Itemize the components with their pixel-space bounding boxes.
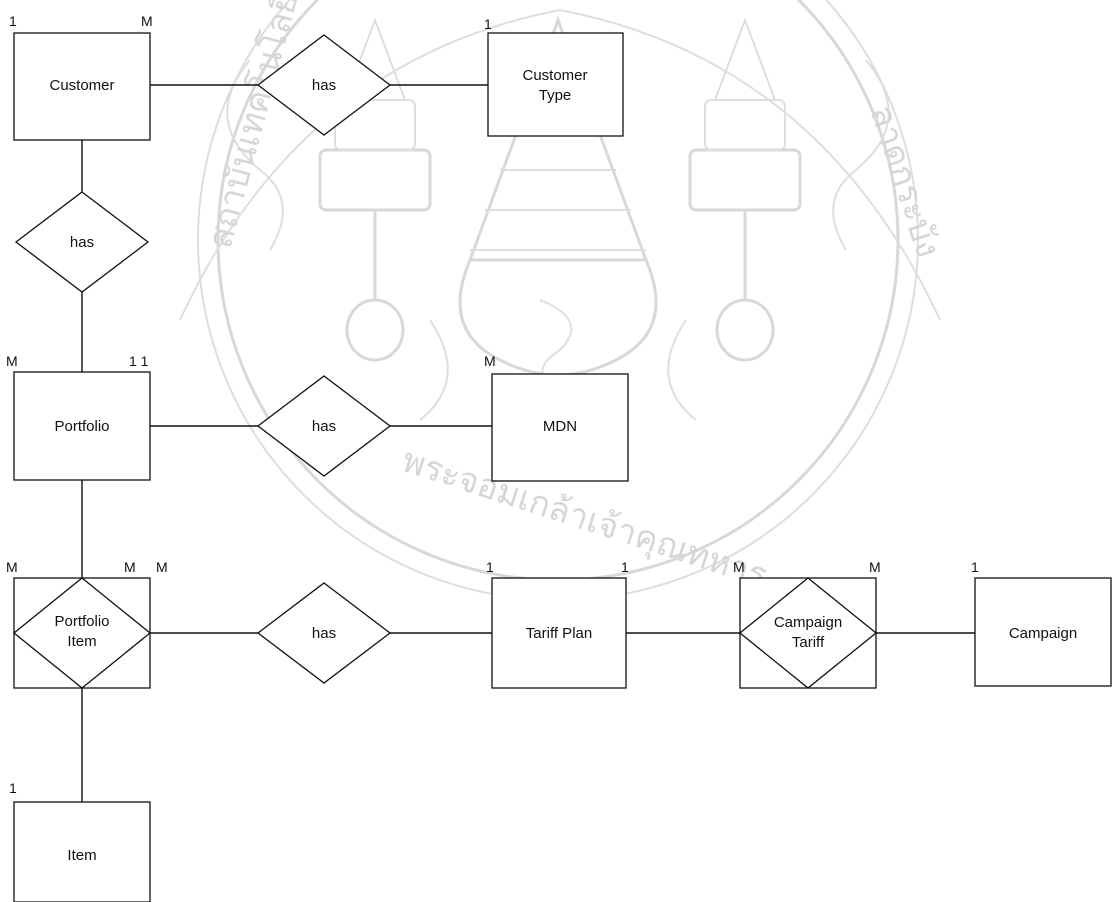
entity-tariff-plan-label: Tariff Plan xyxy=(526,625,592,642)
relationship-portfolio-item-tariff-plan-label: has xyxy=(312,625,336,642)
cardinality-campaign-tariff-right: M xyxy=(869,559,881,575)
relationship-portfolio-item-tariff-plan: has xyxy=(258,583,390,683)
entity-campaign: Campaign xyxy=(975,578,1111,686)
cardinality-portfolio-left: M xyxy=(6,353,18,369)
cardinality-mdn: M xyxy=(484,353,496,369)
entity-tariff-plan: Tariff Plan xyxy=(492,578,626,688)
entity-campaign-tariff-label-line1: Campaign xyxy=(774,614,842,631)
entity-portfolio-label: Portfolio xyxy=(54,418,109,435)
cardinality-campaign-tariff-left: M xyxy=(733,559,745,575)
relationship-customer-portfolio-label: has xyxy=(70,234,94,251)
entity-item-label: Item xyxy=(67,847,96,864)
entity-campaign-label: Campaign xyxy=(1009,625,1077,642)
entity-customer-label: Customer xyxy=(49,77,114,94)
entity-portfolio: Portfolio xyxy=(14,372,150,480)
cardinality-customer-type: 1 xyxy=(484,16,492,32)
associative-entity-campaign-tariff: Campaign Tariff xyxy=(740,578,876,688)
entity-customer-type-label-line1: Customer xyxy=(522,67,587,84)
entity-portfolio-item-label-line2: Item xyxy=(67,633,96,650)
cardinality-customer-right: M xyxy=(141,13,153,29)
cardinality-customer-left: 1 xyxy=(9,13,17,29)
cardinality-item: 1 xyxy=(9,780,17,796)
entity-customer-type: Customer Type xyxy=(488,33,623,136)
relationship-customer-customer-type-label: has xyxy=(312,77,336,94)
entity-customer-type-label-line2: Type xyxy=(539,87,572,104)
cardinality-tariff-plan-right: 1 xyxy=(621,559,629,575)
cardinality-portfolio-item-right: M xyxy=(124,559,136,575)
entity-item: Item xyxy=(14,802,150,902)
entity-portfolio-item-label-line1: Portfolio xyxy=(54,613,109,630)
cardinality-portfolio-item-right2: M xyxy=(156,559,168,575)
entity-customer: Customer xyxy=(14,33,150,140)
entity-mdn-label: MDN xyxy=(543,418,577,435)
cardinality-campaign: 1 xyxy=(971,559,979,575)
entity-campaign-tariff-label-line2: Tariff xyxy=(792,634,825,651)
watermark-text-right: ลาดกระบัง xyxy=(862,101,947,262)
cardinality-tariff-plan-left: 1 xyxy=(486,559,494,575)
associative-entity-portfolio-item: Portfolio Item xyxy=(14,578,150,688)
relationship-portfolio-mdn-label: has xyxy=(312,418,336,435)
relationship-portfolio-mdn: has xyxy=(258,376,390,476)
cardinality-portfolio-right: 1 1 xyxy=(129,353,149,369)
entity-mdn: MDN xyxy=(492,374,628,481)
cardinality-portfolio-item-left: M xyxy=(6,559,18,575)
relationship-customer-portfolio: has xyxy=(16,192,148,292)
